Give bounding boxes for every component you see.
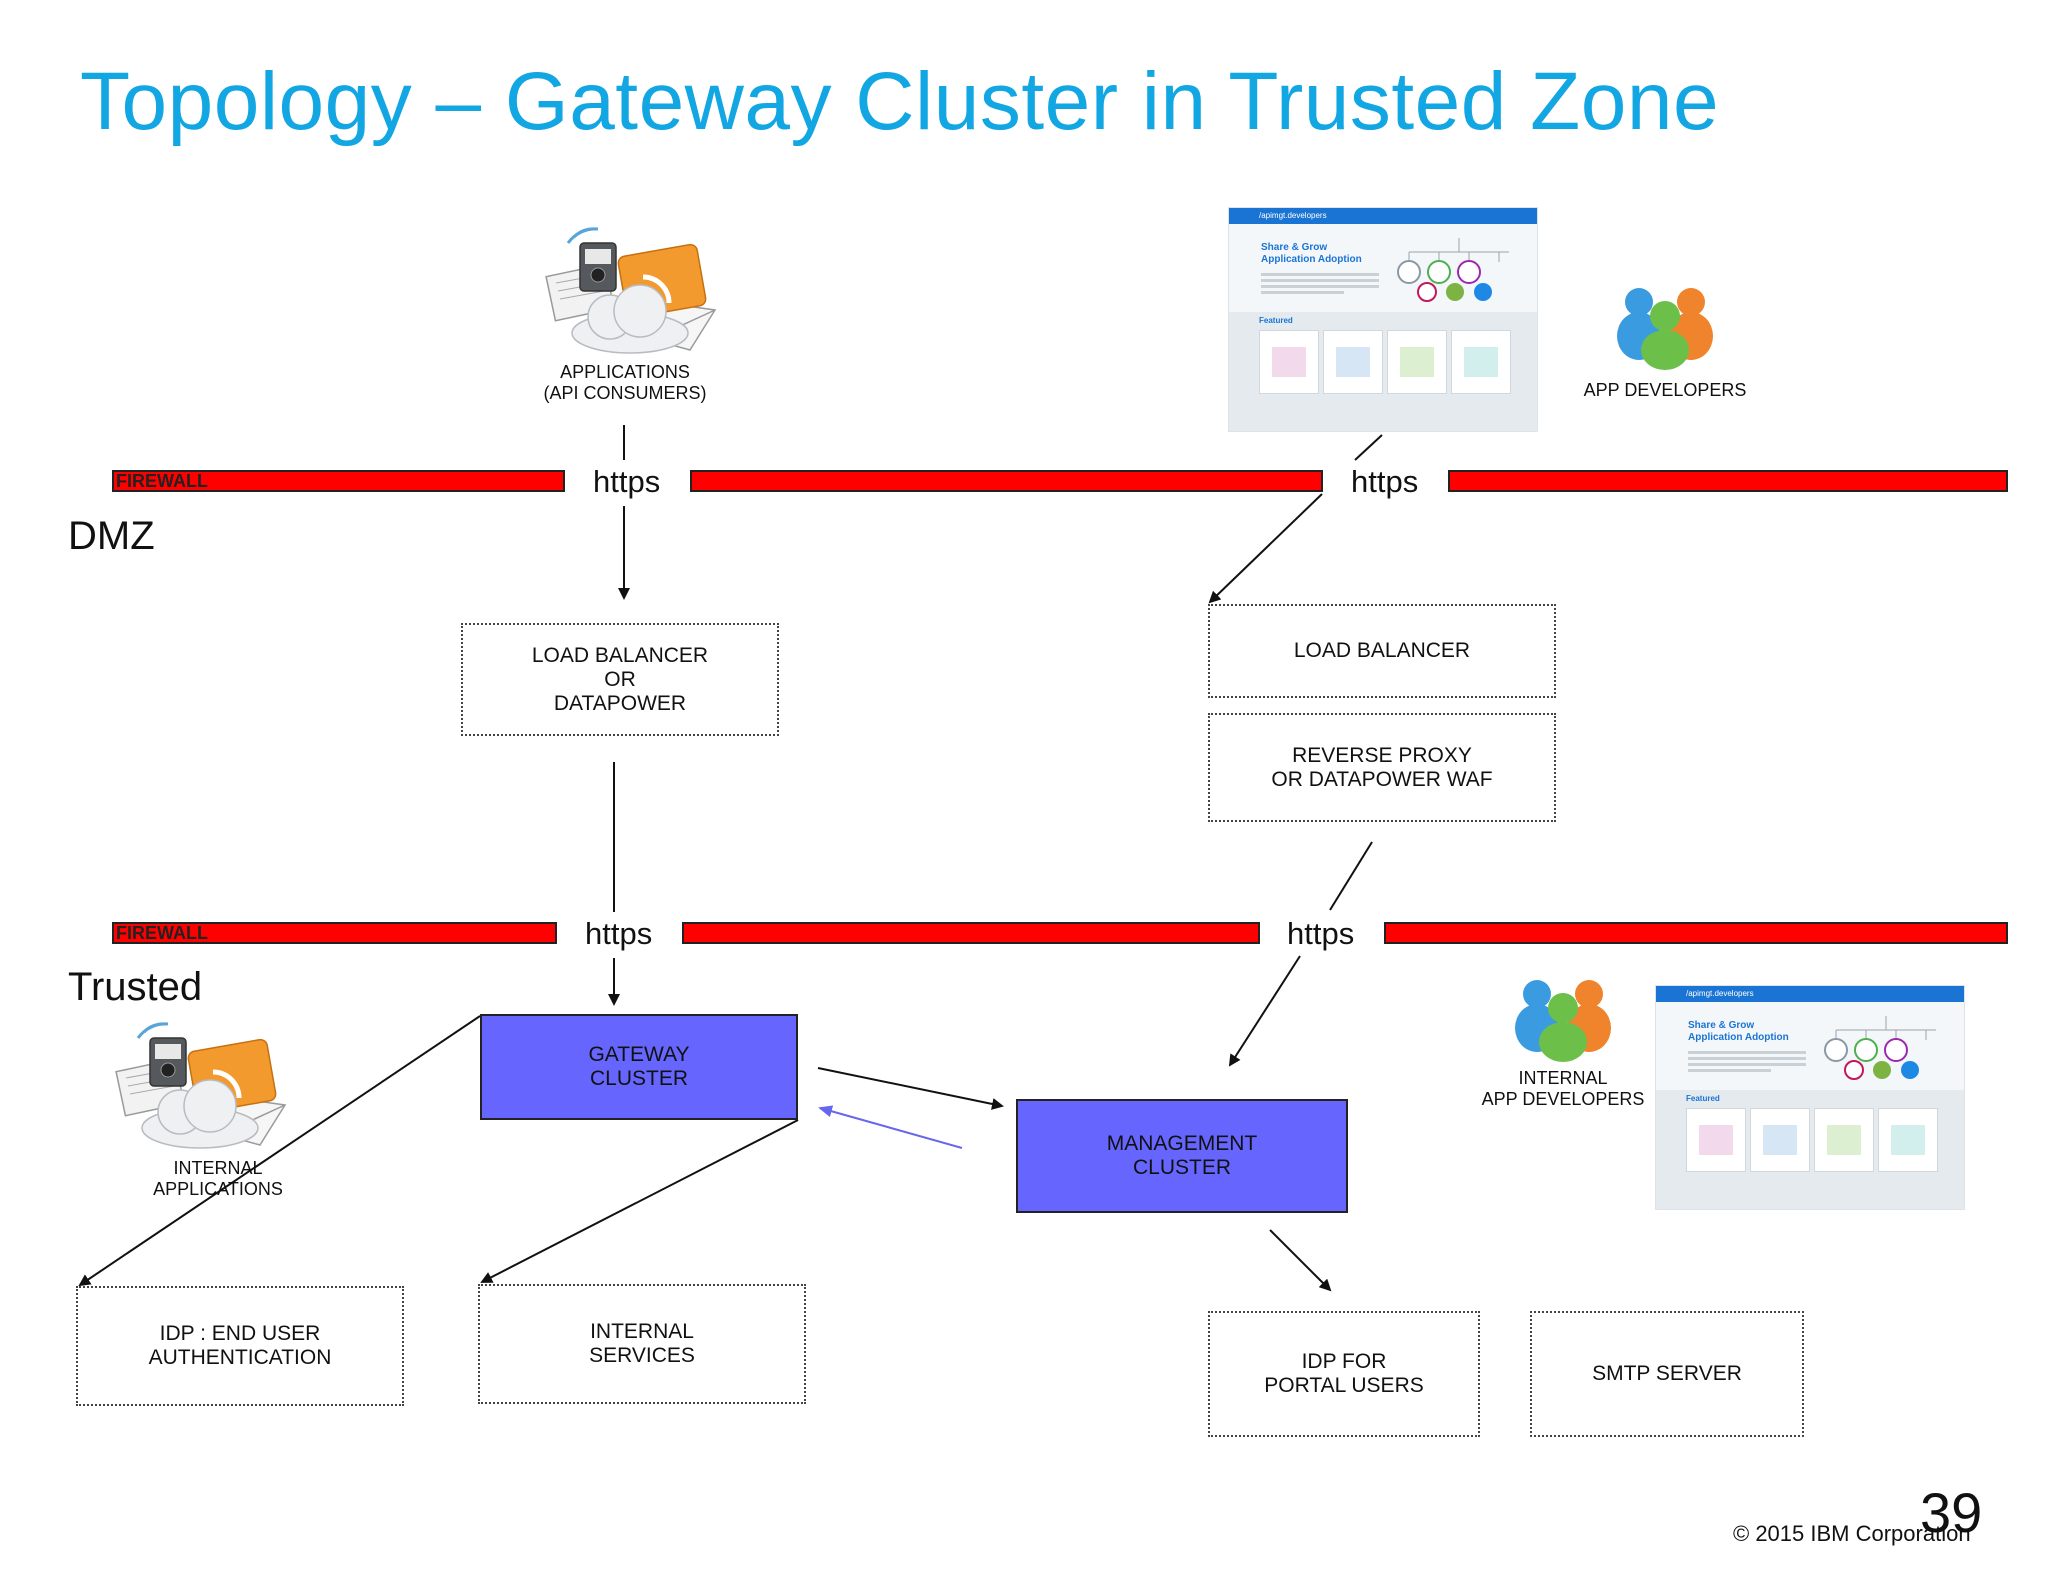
portal-api-card [1686, 1108, 1746, 1172]
management-cluster-box: MANAGEMENT CLUSTER [1016, 1099, 1348, 1213]
firewall-bar-bottom-middle [682, 922, 1260, 944]
people-group-icon [1615, 280, 1715, 370]
https-label: https [593, 464, 661, 499]
load-balancer-datapower-box: LOAD BALANCER OR DATAPOWER [461, 623, 779, 736]
reverse-proxy-box: REVERSE PROXY OR DATAPOWER WAF [1208, 713, 1556, 822]
page-title: Topology – Gateway Cluster in Trusted Zo… [80, 56, 1720, 147]
internal-app-developers-caption: INTERNAL APP DEVELOPERS [1481, 1068, 1645, 1109]
internal-applications-icon [110, 1020, 290, 1150]
firewall-bar-top-left: FIREWALL [112, 470, 565, 492]
firewall-bar-top-right [1448, 470, 2008, 492]
trusted-zone-label: Trusted [68, 965, 203, 1009]
portal-intro-text [1688, 1048, 1806, 1075]
portal-brand: /apimgt.developers [1259, 211, 1327, 220]
portal-intro-text [1261, 270, 1379, 297]
https-label: https [585, 916, 653, 951]
portal-headline: Share & Grow Application Adoption [1688, 1020, 1789, 1043]
applications-icon [540, 225, 720, 355]
smtp-server-box: SMTP SERVER [1530, 1311, 1804, 1437]
portal-network-graphic [1824, 1016, 1936, 1080]
firewall-label: FIREWALL [116, 923, 208, 943]
portal-header-bar [1656, 986, 1964, 1002]
dmz-zone-label: DMZ [68, 514, 155, 558]
firewall-bar-bottom-left: FIREWALL [112, 922, 557, 944]
people-group-icon [1513, 972, 1613, 1062]
portal-header-bar [1229, 208, 1537, 224]
portal-featured-label: Featured [1259, 316, 1293, 325]
firewall-bar-top-middle [690, 470, 1323, 492]
internal-developer-portal-screenshot: /apimgt.developers Share & Grow Applicat… [1655, 985, 1965, 1210]
portal-api-card [1259, 330, 1319, 394]
firewall-label: FIREWALL [116, 471, 208, 491]
idp-portal-users-box: IDP FOR PORTAL USERS [1208, 1311, 1480, 1437]
app-developers-caption: APP DEVELOPERS [1583, 380, 1747, 400]
load-balancer-box: LOAD BALANCER [1208, 604, 1556, 698]
internal-services-box: INTERNAL SERVICES [478, 1284, 806, 1404]
page-number: 39 [1920, 1481, 1983, 1544]
gateway-cluster-box: GATEWAY CLUSTER [480, 1014, 798, 1120]
portal-api-card [1451, 330, 1511, 394]
https-label: https [1351, 464, 1419, 499]
idp-end-user-box: IDP : END USER AUTHENTICATION [76, 1286, 404, 1406]
portal-headline: Share & Grow Application Adoption [1261, 242, 1362, 265]
applications-caption: APPLICATIONS (API CONSUMERS) [543, 362, 707, 403]
portal-api-card [1387, 330, 1447, 394]
portal-featured-label: Featured [1686, 1094, 1720, 1103]
portal-api-card [1750, 1108, 1810, 1172]
portal-network-graphic [1397, 238, 1509, 302]
firewall-bar-bottom-right [1384, 922, 2008, 944]
https-label: https [1287, 916, 1355, 951]
developer-portal-screenshot: /apimgt.developers Share & Grow Applicat… [1228, 207, 1538, 432]
portal-api-card [1814, 1108, 1874, 1172]
internal-applications-caption: INTERNAL APPLICATIONS [153, 1158, 283, 1199]
portal-brand: /apimgt.developers [1686, 989, 1754, 998]
portal-api-card [1878, 1108, 1938, 1172]
copyright-text: © 2015 IBM Corporation [1733, 1521, 1971, 1546]
portal-api-card [1323, 330, 1383, 394]
